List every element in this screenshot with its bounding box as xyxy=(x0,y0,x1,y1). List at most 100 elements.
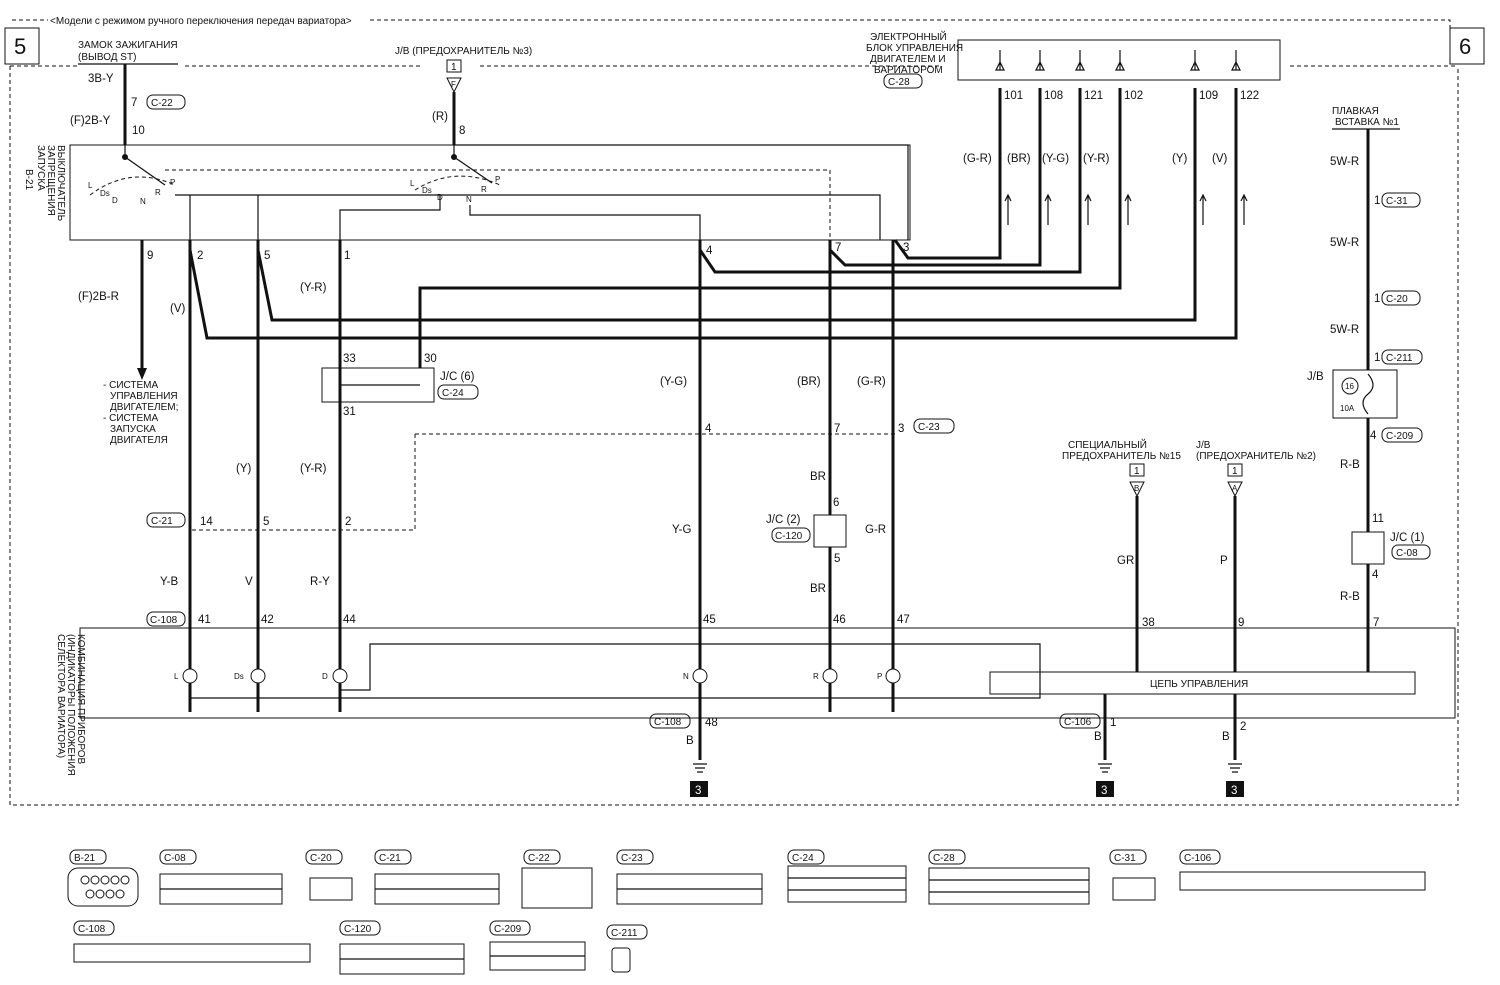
c21-pin-14: 14 xyxy=(200,516,213,528)
lamp-r-icon xyxy=(822,668,838,684)
ecu-pin-102: 102 xyxy=(1124,90,1143,102)
conn-c209-tag xyxy=(1381,427,1423,443)
conn-c24-tag-text: C-24 xyxy=(442,388,464,399)
cluster-pin-38: 38 xyxy=(1142,617,1155,629)
jb-fuse3-box xyxy=(446,59,462,73)
svg-text:R: R xyxy=(481,185,487,194)
svg-text:ЗАПУСКА: ЗАПУСКА xyxy=(110,424,156,435)
svg-text:ВЫКЛЮЧАТЕЛЬ: ВЫКЛЮЧАТЕЛЬ xyxy=(55,145,66,222)
ignition-label-1: ЗАМОК ЗАЖИГАНИЯ xyxy=(78,40,178,51)
svg-text:Ds: Ds xyxy=(422,186,432,195)
ecu-label-3: ДВИГАТЕЛЕМ И xyxy=(870,54,946,65)
fuse-16-number: 16 xyxy=(1345,382,1354,391)
legend-c24: C-24 xyxy=(792,853,814,864)
svg-text:R: R xyxy=(155,188,161,197)
lamp-ds-icon xyxy=(250,668,266,684)
fuse-16-amp: 10A xyxy=(1340,404,1355,413)
c209-pin: 4 xyxy=(1370,430,1377,442)
svg-text:P: P xyxy=(170,178,175,187)
jc2-label: J/C (2) xyxy=(766,514,801,526)
legend-c21: C-21 xyxy=(379,853,401,864)
svg-text:ЗАПУСКА: ЗАПУСКА xyxy=(35,145,46,191)
ecu-wire-yr: (Y-R) xyxy=(1083,153,1110,165)
c23-pin-7: 7 xyxy=(834,423,840,435)
c106-pin-2: 2 xyxy=(1240,721,1246,733)
conn-c28-tag xyxy=(883,73,923,89)
svg-text:ДВИГАТЕЛЯ: ДВИГАТЕЛЯ xyxy=(110,435,168,446)
inh-pin-9: 9 xyxy=(147,250,153,262)
ground-symbol-icon xyxy=(1098,763,1112,773)
conn-c106-tag-text: C-106 xyxy=(1064,717,1092,728)
jc1-pin-4: 4 xyxy=(1372,569,1379,581)
svg-text:- СИСТЕМА: - СИСТЕМА xyxy=(103,380,159,391)
cluster-pin-46: 46 xyxy=(833,614,846,626)
ign-wire2-label: (F)2B-Y xyxy=(70,115,111,127)
ecu-label-2: БЛОК УПРАВЛЕНИЯ xyxy=(866,43,963,54)
conn-c21-tag-text: C-21 xyxy=(151,516,173,527)
inh-pin-2: 2 xyxy=(197,250,203,262)
svg-text:L: L xyxy=(174,672,179,681)
svg-text:N: N xyxy=(140,197,146,206)
ground-symbol-icon xyxy=(693,763,707,773)
wire-yr2-label: (Y-R) xyxy=(300,463,327,475)
page-ref-right xyxy=(1449,27,1485,65)
lamp-d-icon xyxy=(332,668,348,684)
inh-pin-7: 7 xyxy=(835,242,841,254)
cluster-label: КОМБИНАЦИЯ ПРИБОРОВ (ИНДИКАТОРЫ ПОЛОЖЕНИ… xyxy=(55,634,86,776)
jb-fuse3-letter: F xyxy=(451,80,456,89)
wire-gr-label: (G-R) xyxy=(857,376,886,388)
conn-c21-tag xyxy=(146,512,186,528)
cluster-pin-47: 47 xyxy=(897,614,910,626)
ecu-box xyxy=(957,39,1281,81)
jb-fuse2-label-2: (ПРЕДОХРАНИТЕЛЬ №2) xyxy=(1196,451,1316,462)
jc1-box xyxy=(1351,531,1385,565)
outer-dashed-frame xyxy=(9,65,1459,806)
conn-c108-gnd-tag xyxy=(649,713,691,729)
jb-fuse3-pin: 8 xyxy=(459,125,465,137)
r-b-label-1: R-B xyxy=(1340,459,1360,471)
jb-fuse3-label: J/B (ПРЕДОХРАНИТЕЛЬ №3) xyxy=(395,46,532,57)
conn-c209-tag-text: C-209 xyxy=(1386,431,1414,442)
wire-pin1-label: (Y-R) xyxy=(300,282,327,294)
conn-c108-gnd-tag-text: C-108 xyxy=(654,717,682,728)
svg-text:УПРАВЛЕНИЯ: УПРАВЛЕНИЯ xyxy=(110,391,178,402)
ecu-pin-108: 108 xyxy=(1044,90,1063,102)
control-circuit-box xyxy=(989,671,1416,695)
gnd-wire-b-2: B xyxy=(1094,731,1102,743)
ecu-wire-br: (BR) xyxy=(1007,153,1031,165)
lamp-l-icon xyxy=(182,668,198,684)
ground-ref-1: 3 xyxy=(695,785,701,797)
y-b-label: Y-B xyxy=(160,576,178,588)
conn-c120-tag-text: C-120 xyxy=(775,531,803,542)
br-label-upper: BR xyxy=(810,471,826,483)
legend-c08: C-08 xyxy=(164,853,186,864)
fusible-label-1: ПЛАВКАЯ xyxy=(1332,106,1379,117)
svg-text:R: R xyxy=(813,672,819,681)
ign-pin-10: 10 xyxy=(132,125,145,137)
gnd-wire-b-3: B xyxy=(1222,731,1230,743)
legend-c23: C-23 xyxy=(621,853,643,864)
svg-text:D: D xyxy=(322,672,328,681)
spec-fuse-label-2: ПРЕДОХРАНИТЕЛЬ №15 xyxy=(1062,451,1181,462)
inhibitor-label: ВЫКЛЮЧАТЕЛЬ ЗАПРЕЩЕНИЯ ЗАПУСКА B-21 xyxy=(23,145,66,222)
jc2-pin-6: 6 xyxy=(833,497,839,509)
jb-fuse16-box xyxy=(1332,369,1398,419)
conn-c22-tag xyxy=(146,94,186,110)
page-ref-left-number: 5 xyxy=(14,34,26,59)
conn-c20-tag xyxy=(1381,290,1421,306)
svg-text:Ds: Ds xyxy=(234,672,244,681)
p-wire-label: P xyxy=(1220,555,1228,567)
ecu-wire-v: (V) xyxy=(1212,153,1228,165)
c21-pin-2: 2 xyxy=(345,516,351,528)
wire-pin9-label: (F)2B-R xyxy=(78,291,119,303)
svg-text:КОМБИНАЦИЯ ПРИБОРОВ: КОМБИНАЦИЯ ПРИБОРОВ xyxy=(75,634,86,765)
ignition-label-2: (ВЫВОД ST) xyxy=(78,52,136,63)
legend-b21: B-21 xyxy=(74,853,96,864)
legend-c28: C-28 xyxy=(933,853,955,864)
cluster-pin-41: 41 xyxy=(198,614,211,626)
lamp-n-icon xyxy=(692,668,708,684)
ecu-terminals xyxy=(995,50,1241,71)
cluster-pin-45: 45 xyxy=(703,614,716,626)
switch-feed-wire xyxy=(454,144,909,240)
